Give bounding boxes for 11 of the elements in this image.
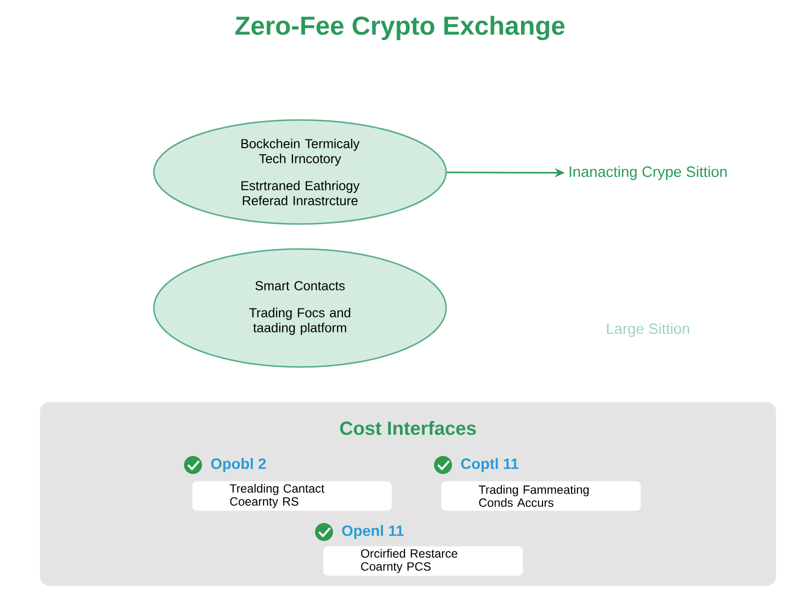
card: Orcirfied Restarce Coarnty PCS (322, 546, 524, 576)
faded-label: Large Sittion (607, 323, 690, 337)
ellipse-node: Bockchein Termicaly Tech Irncotory Estrtraned Eathriogy Referad Inrastrcture (153, 119, 447, 225)
card: Trading Fammeating Conds Accurs (440, 480, 642, 512)
card-heading: Opobl 2 (211, 458, 266, 472)
card-heading: Openl 11 (342, 525, 404, 539)
card: Trealding Cantact Coearnty RS (192, 480, 392, 512)
ellipse-node: Smart Contacts Trading Focs and taading platform (153, 248, 447, 368)
card-heading: Coptl 11 (461, 458, 518, 472)
output-text: Inanacting Crype Sittion (570, 166, 727, 180)
title: Zero-Fee Crypto Exchange (235, 16, 564, 40)
